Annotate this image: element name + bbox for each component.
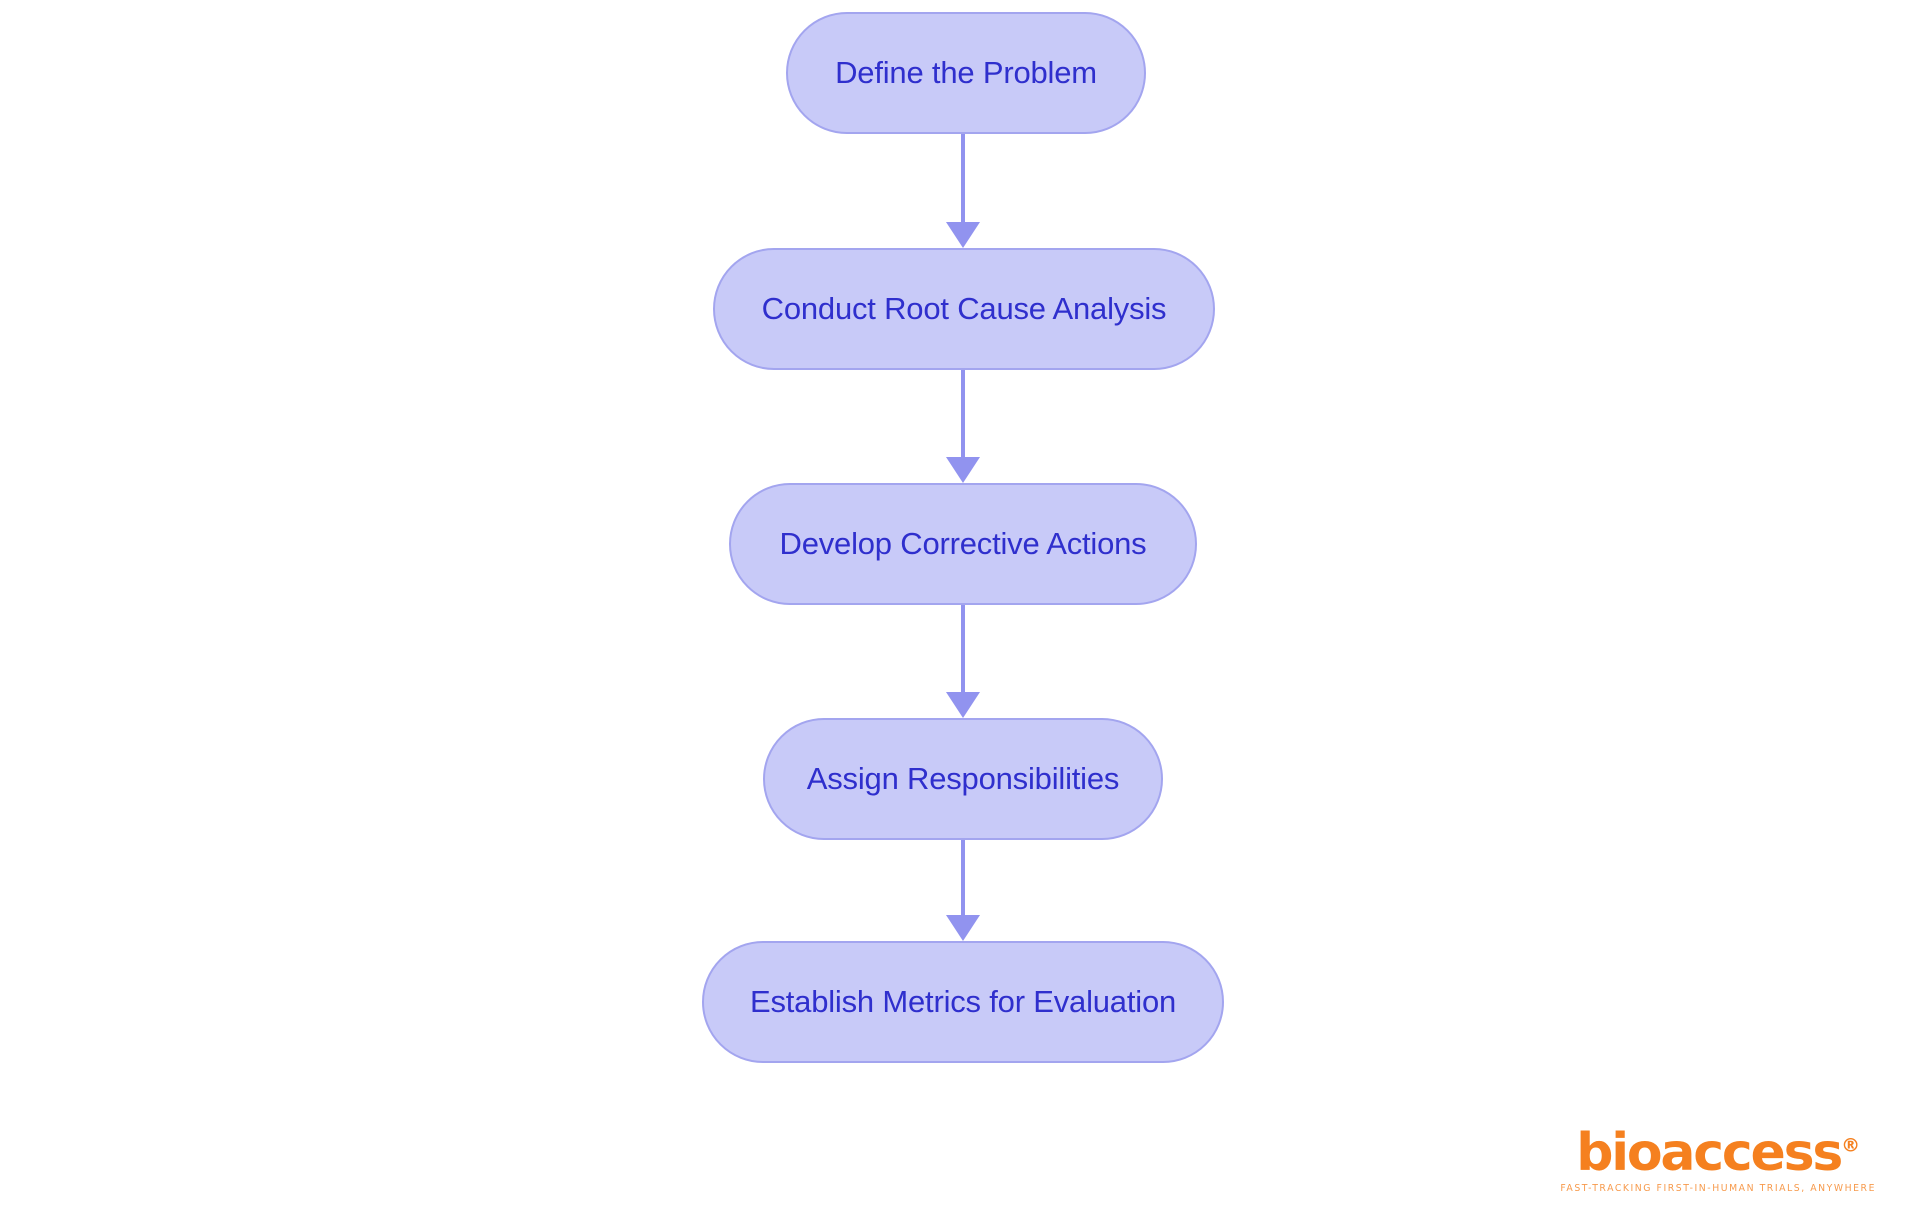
- arrowhead-down-icon: [946, 457, 980, 483]
- registered-trademark-icon: ®: [1841, 1134, 1861, 1157]
- bioaccess-logo: bioaccess® FAST-TRACKING FIRST-IN-HUMAN …: [1560, 1127, 1876, 1193]
- flowchart-node-assign-responsibilities[interactable]: Assign Responsibilities: [763, 718, 1163, 840]
- flowchart-connector-4: [946, 840, 980, 941]
- logo-wordmark: bioaccess®: [1576, 1127, 1860, 1179]
- flowchart-node-develop-corrective-actions[interactable]: Develop Corrective Actions: [729, 483, 1197, 605]
- connector-stem: [961, 134, 965, 222]
- node-label: Define the Problem: [835, 55, 1097, 90]
- connector-stem: [961, 840, 965, 915]
- logo-tagline: FAST-TRACKING FIRST-IN-HUMAN TRIALS, ANY…: [1560, 1182, 1876, 1194]
- arrowhead-down-icon: [946, 222, 980, 248]
- arrowhead-down-icon: [946, 915, 980, 941]
- flowchart-node-define-the-problem[interactable]: Define the Problem: [786, 12, 1146, 134]
- flowchart-connector-1: [946, 134, 980, 248]
- flowchart-node-establish-metrics-for-evaluation[interactable]: Establish Metrics for Evaluation: [702, 941, 1224, 1063]
- node-label: Establish Metrics for Evaluation: [749, 984, 1177, 1019]
- logo-wordmark-text: bioaccess: [1576, 1122, 1843, 1183]
- flowchart-node-conduct-root-cause-analysis[interactable]: Conduct Root Cause Analysis: [713, 248, 1215, 370]
- flowchart-connector-3: [946, 605, 980, 718]
- connector-stem: [961, 370, 965, 457]
- node-label: Develop Corrective Actions: [779, 526, 1147, 561]
- node-label: Conduct Root Cause Analysis: [761, 291, 1167, 326]
- node-label: Assign Responsibilities: [806, 761, 1120, 796]
- arrowhead-down-icon: [946, 692, 980, 718]
- flowchart-connector-2: [946, 370, 980, 483]
- connector-stem: [961, 605, 965, 692]
